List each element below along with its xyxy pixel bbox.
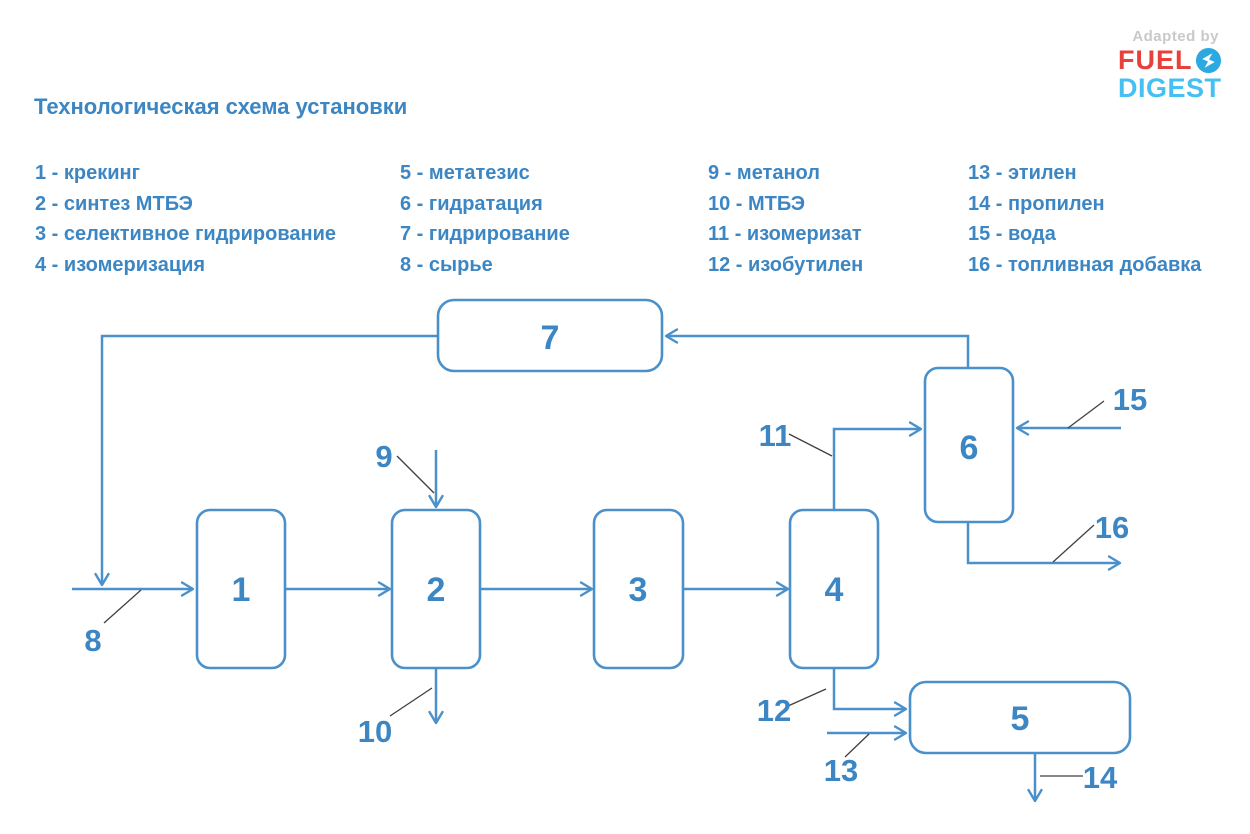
digest-text: DIGEST — [1118, 73, 1222, 103]
legend-item: 16 - топливная добавка — [968, 253, 1202, 276]
pointer-line-13 — [844, 733, 870, 758]
legend-item: 12 - изобутилен — [708, 253, 864, 276]
legend-column-3: 9 - метанол 10 - МТБЭ 11 - изомеризат 12… — [708, 158, 863, 280]
stream-label-11: 11 — [759, 418, 792, 453]
legend-item: 7 - гидрирование — [400, 223, 570, 245]
legend-column-2: 5 - метатезис 6 - гидратация 7 - гидриро… — [400, 158, 570, 280]
process-box-5 — [908, 680, 1132, 755]
flow-line-recycle-7-to-feed — [94, 334, 438, 587]
process-box-3 — [592, 508, 685, 670]
legend-item: 8 - сырье — [400, 253, 493, 276]
process-box-label-3: 3 — [629, 571, 648, 609]
stream-label-9: 9 — [375, 439, 392, 474]
flow-line-stream-16 — [966, 522, 1122, 571]
legend-item: 10 - МТБЭ — [708, 192, 806, 215]
legend-item: 9 - метанол — [708, 162, 820, 184]
pointer-line-8 — [103, 589, 142, 624]
stream-label-13: 13 — [824, 753, 858, 788]
legend-column-1: 1 - крекинг 2 - синтез МТБЭ 3 - селектив… — [35, 158, 336, 280]
process-box-label-7: 7 — [541, 319, 560, 357]
stream-label-10: 10 — [358, 714, 392, 749]
process-box-7 — [436, 298, 664, 373]
legend-item: 4 - изомеризация — [35, 253, 206, 276]
pointer-line-12 — [787, 688, 827, 707]
pointer-line-15 — [1067, 400, 1105, 429]
flow-line-4-to-5 — [832, 668, 908, 717]
page-title: Технологическая схема установки — [34, 94, 408, 119]
fuel-text: FUEL — [1118, 45, 1193, 75]
stream-label-15: 15 — [1113, 382, 1147, 417]
legend-column-4: 13 - этилен 14 - пропилен 15 - вода 16 -… — [968, 158, 1201, 280]
process-box-4 — [788, 508, 880, 670]
pointer-line-9 — [396, 455, 435, 494]
adapted-by-text: Adapted by — [1132, 28, 1219, 45]
pointer-line-16 — [1052, 524, 1095, 563]
legend-item: 3 - селективное гидрирование — [35, 223, 336, 245]
process-box-label-5: 5 — [1011, 700, 1030, 738]
process-box-label-4: 4 — [825, 571, 844, 609]
flow-line-6-to-7 — [664, 328, 970, 368]
flow-line-4-to-6 — [832, 421, 923, 510]
legend-item: 14 - пропилен — [968, 192, 1105, 215]
process-box-label-1: 1 — [232, 571, 251, 609]
legend-item: 13 - этилен — [968, 162, 1077, 184]
process-box-label-2: 2 — [427, 571, 446, 609]
process-box-6 — [923, 366, 1015, 524]
legend-item: 2 - синтез МТБЭ — [35, 192, 193, 215]
stream-label-8: 8 — [84, 623, 101, 658]
stream-label-12: 12 — [757, 693, 791, 728]
logo-brand-row: FUEL — [1118, 46, 1226, 74]
process-box-2 — [390, 508, 482, 670]
legend-item: 11 - изомеризат — [708, 223, 862, 245]
fuels-swoosh-icon — [1195, 47, 1221, 73]
pointer-line-11 — [788, 433, 833, 457]
legend-item: 1 - крекинг — [35, 162, 140, 184]
stream-label-16: 16 — [1095, 510, 1129, 545]
process-box-label-6: 6 — [960, 429, 979, 467]
legend-item: 6 - гидратация — [400, 192, 543, 215]
legend-item: 15 - вода — [968, 223, 1056, 245]
process-box-1 — [195, 508, 287, 670]
fuels-digest-logo: Adapted by FUEL DIGEST — [1118, 28, 1226, 103]
stream-label-14: 14 — [1083, 760, 1118, 795]
pointer-line-10 — [389, 687, 433, 717]
legend-item: 5 - метатезис — [400, 162, 530, 184]
